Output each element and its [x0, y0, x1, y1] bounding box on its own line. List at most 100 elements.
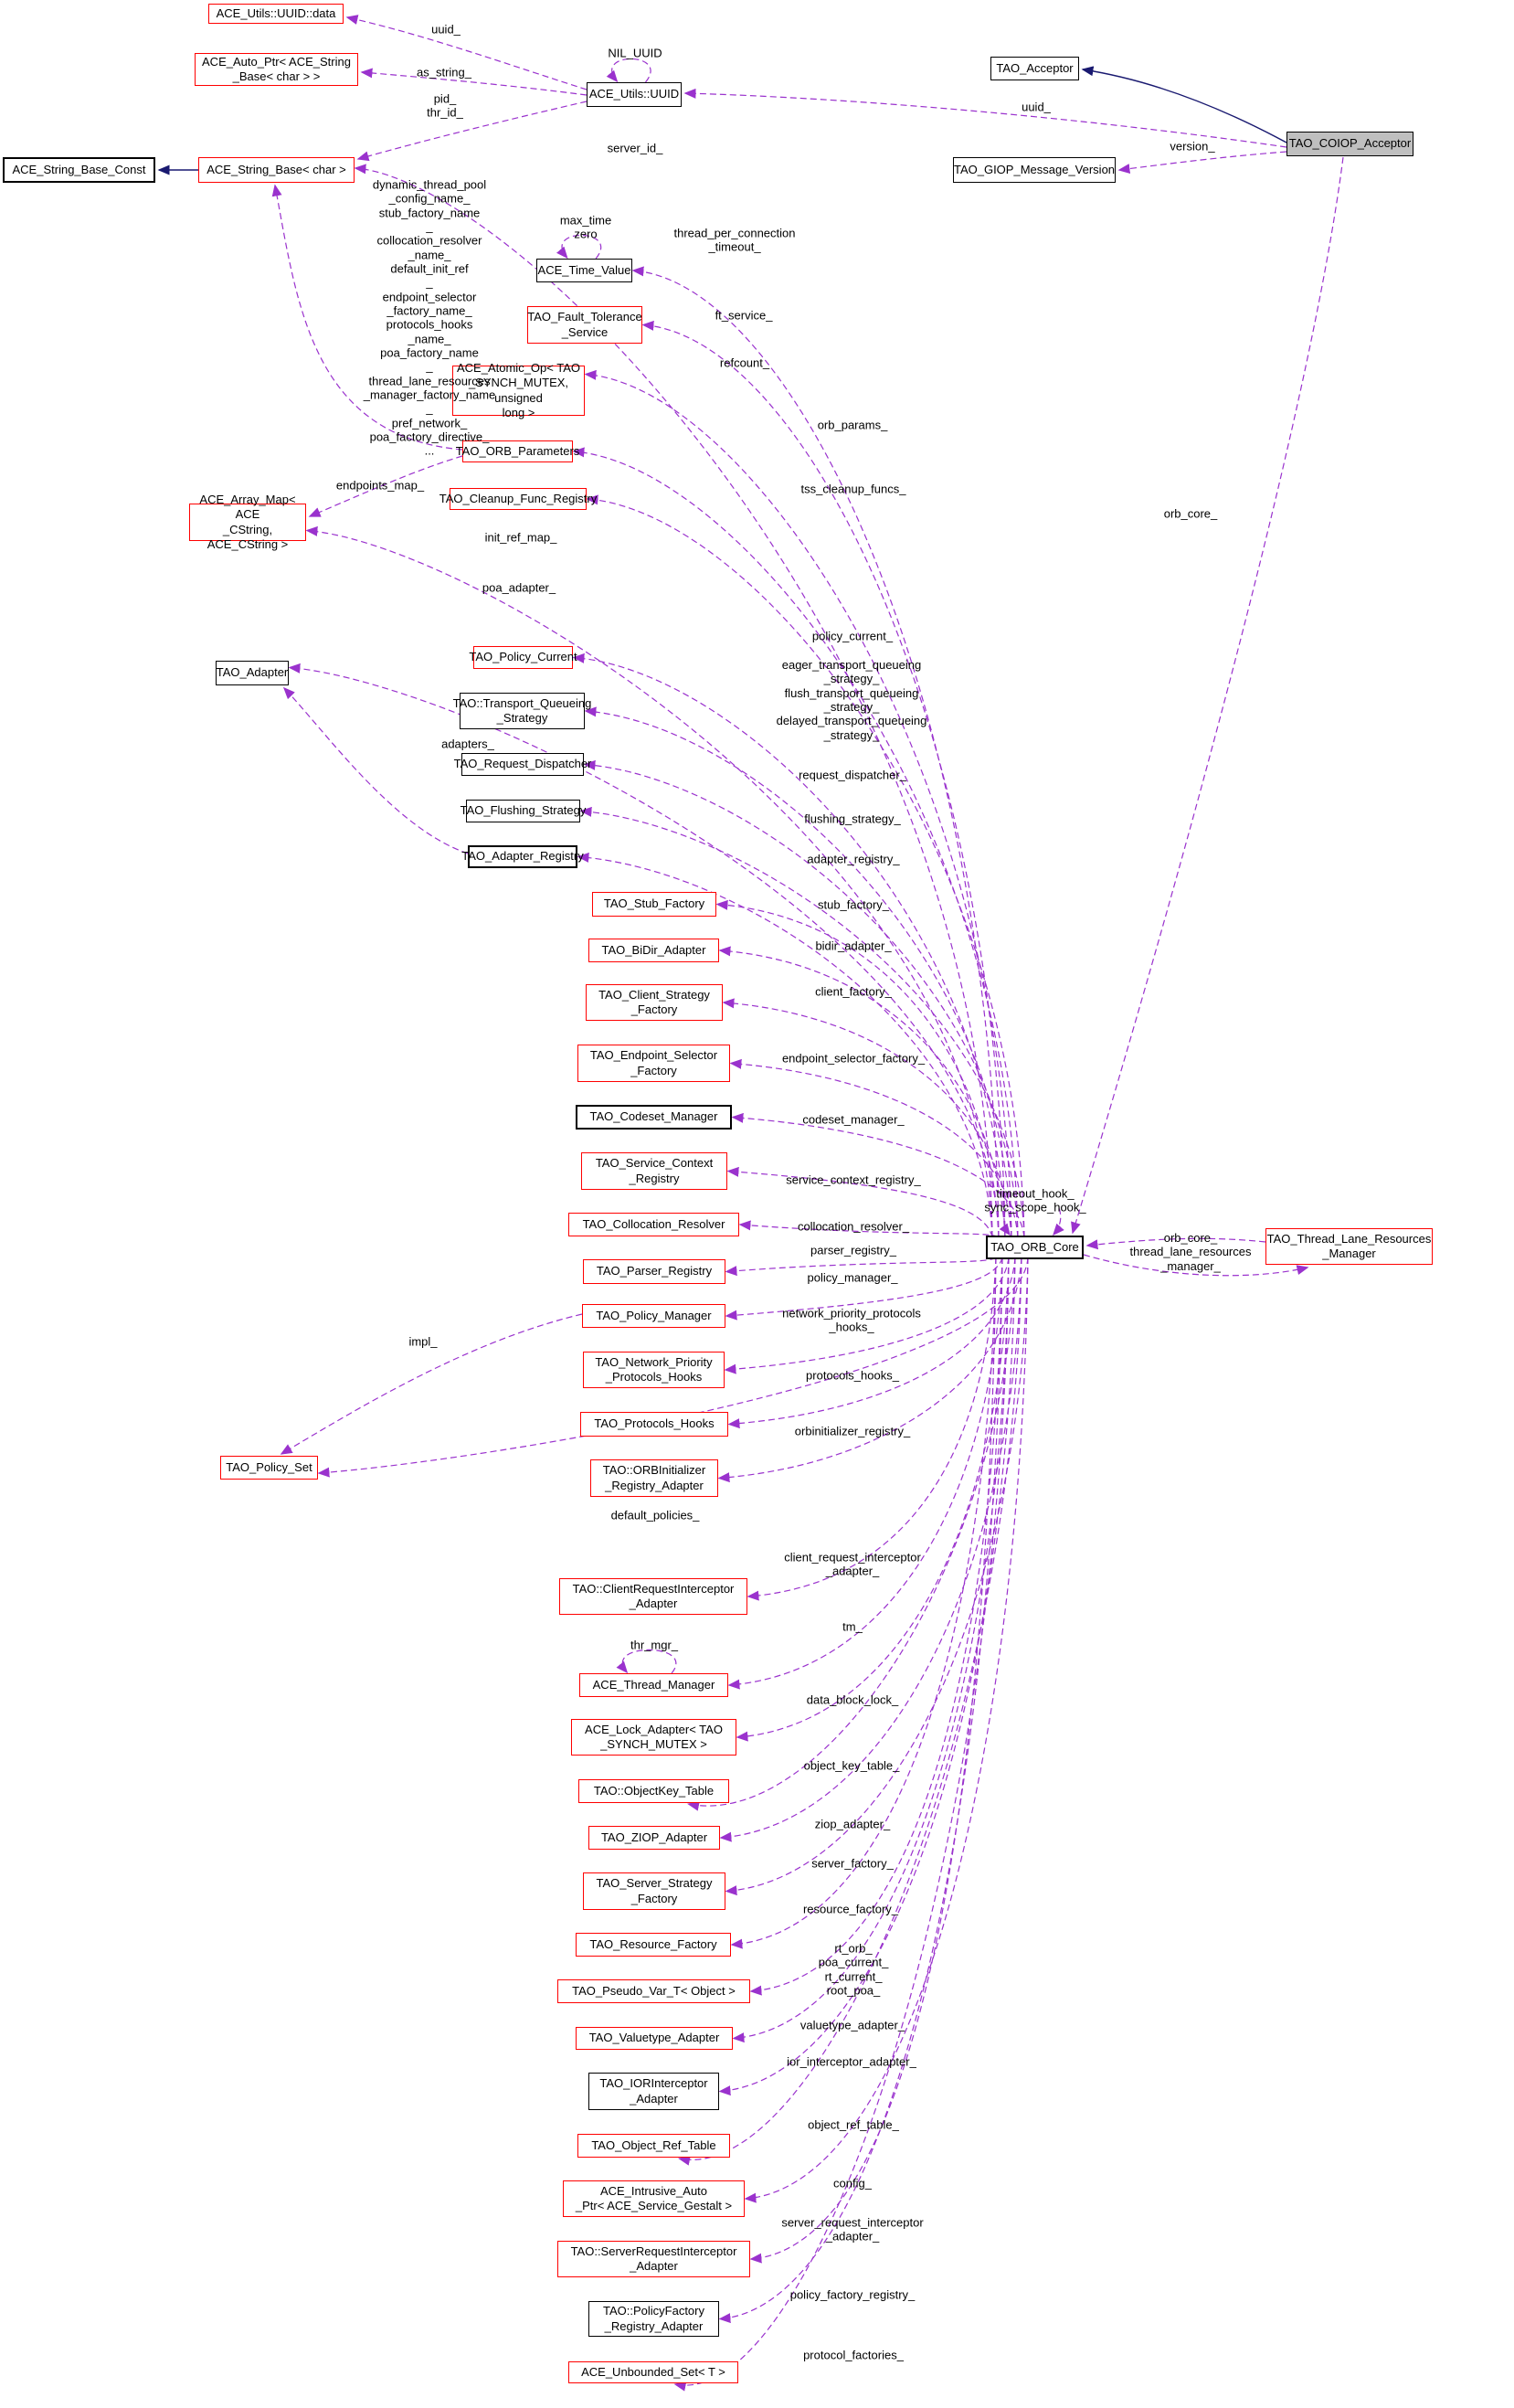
class-node-ace-unbounded-set[interactable]: ACE_Unbounded_Set< T > — [568, 2361, 738, 2383]
class-node-tao-fault-tolerance-service[interactable]: TAO_Fault_Tolerance _Service — [527, 306, 642, 344]
edge-tao-orb-core-tao-pseudo-var-t-object — [749, 1257, 1003, 1996]
class-node-tao-orbinitializer-registry-adapter[interactable]: TAO::ORBInitializer _Registry_Adapter — [590, 1459, 718, 1497]
edge-tao-coiop-acceptor-tao-orb-core — [1071, 156, 1344, 1235]
class-node-ace-intrusive-auto-ptr[interactable]: ACE_Intrusive_Auto _Ptr< ACE_Service_Ges… — [563, 2180, 745, 2217]
edge-tao-orb-core-tao-resource-factory — [730, 1257, 997, 1949]
edge-tao-orb-core-ace-unbounded-set — [673, 1257, 1010, 2392]
edge-tao-orb-core-tao-object-ref-table — [678, 1257, 1022, 2166]
edge-tao-coiop-acceptor-tao-giop-message-version — [1117, 151, 1287, 174]
class-node-ace-lock-adapter[interactable]: ACE_Lock_Adapter< TAO _SYNCH_MUTEX > — [571, 1719, 736, 1756]
edge-tao-orb-core-tao-clientrequestinterceptor-adapter — [746, 1257, 997, 1601]
class-node-tao-adapter-registry[interactable]: TAO_Adapter_Registry — [461, 845, 584, 868]
edge-tao-policy-manager-tao-policy-set — [280, 1313, 583, 1455]
class-node-tao-collocation-resolver[interactable]: TAO_Collocation_Resolver — [568, 1213, 739, 1236]
class-node-ace-thread-manager[interactable]: ACE_Thread_Manager — [579, 1673, 728, 1697]
edge-tao-orb-core-tao-network-priority-protocols-hooks — [724, 1257, 1010, 1374]
edge-tao-orb-core-tao-transport-queueing-strategy — [584, 706, 1012, 1238]
edge-ace-utils-uuid-ace-string-base — [356, 101, 588, 162]
class-node-ace-time-value[interactable]: ACE_Time_Value — [536, 259, 632, 282]
class-node-tao-request-dispatcher[interactable]: TAO_Request_Dispatcher — [454, 753, 591, 776]
edge-tao-coiop-acceptor-tao-acceptor — [1081, 66, 1287, 143]
class-node-tao-policy-current[interactable]: TAO_Policy_Current — [469, 646, 577, 669]
edge-tao-orb-core-tao-iorinterceptor-adapter — [718, 1257, 1016, 2096]
edge-tao-orb-core-tao-fault-tolerance-service — [641, 320, 1006, 1238]
class-node-tao-network-priority-protocols-hooks[interactable]: TAO_Network_Priority _Protocols_Hooks — [583, 1352, 725, 1388]
edge-tao-orb-core-tao-orb-core-syncscope — [1053, 1207, 1064, 1236]
edge-tao-orb-core-tao-thread-lane-resources-manager — [1083, 1254, 1309, 1277]
class-node-tao-object-ref-table[interactable]: TAO_Object_Ref_Table — [577, 2134, 730, 2158]
edge-tao-orb-core-tao-service-context-registry — [726, 1166, 993, 1238]
edge-tao-orb-parameters-ace-array-map — [308, 455, 463, 517]
class-node-tao-acceptor[interactable]: TAO_Acceptor — [990, 57, 1079, 80]
edge-tao-orb-core-tao-flushing-strategy — [579, 806, 1025, 1238]
class-node-tao-objectkey-table[interactable]: TAO::ObjectKey_Table — [578, 1779, 729, 1803]
class-node-ace-atomic-op[interactable]: ACE_Atomic_Op< TAO _SYNCH_MUTEX, unsigne… — [452, 361, 585, 419]
class-node-tao-serverrequestinterceptor-adapter[interactable]: TAO::ServerRequestInterceptor _Adapter — [557, 2241, 750, 2277]
class-node-tao-adapter[interactable]: TAO_Adapter — [216, 661, 289, 685]
class-node-ace-string-base-const[interactable]: ACE_String_Base_Const — [3, 157, 155, 183]
edge-tao-adapter-registry-tao-adapter — [282, 686, 469, 854]
edge-tao-orb-core-tao-serverrequestinterceptor-adapter — [749, 1257, 997, 2264]
class-node-tao-cleanup-func-registry[interactable]: TAO_Cleanup_Func_Registry — [439, 488, 597, 510]
class-node-tao-orb-parameters[interactable]: TAO_ORB_Parameters — [456, 440, 579, 462]
edge-tao-orb-core-tao-collocation-resolver — [738, 1220, 1000, 1238]
edge-tao-orb-core-tao-stub-factory — [715, 899, 1000, 1238]
class-node-tao-ziop-adapter[interactable]: TAO_ZIOP_Adapter — [588, 1826, 720, 1850]
class-node-tao-flushing-strategy[interactable]: TAO_Flushing_Strategy — [461, 800, 586, 822]
edge-tao-orb-core-tao-request-dispatcher — [583, 759, 1019, 1238]
edge-tao-orb-core-tao-cleanup-func-registry — [586, 494, 1025, 1238]
class-node-tao-stub-factory[interactable]: TAO_Stub_Factory — [592, 892, 716, 917]
class-node-ace-array-map[interactable]: ACE_Array_Map< ACE _CString, ACE_CString… — [189, 493, 306, 551]
edge-tao-orb-core-ace-intrusive-auto-ptr — [744, 1257, 1029, 2203]
edge-tao-orb-core-tao-policyfactory-registry-adapter — [718, 1257, 1003, 2324]
class-node-ace-utils-uuid[interactable]: ACE_Utils::UUID — [587, 82, 682, 107]
edge-ace-utils-uuid-ace-utils-uuid — [606, 58, 651, 83]
class-node-tao-endpoint-selector-factory[interactable]: TAO_Endpoint_Selector _Factory — [577, 1045, 730, 1082]
class-node-tao-service-context-registry[interactable]: TAO_Service_Context _Registry — [581, 1152, 727, 1190]
class-node-tao-policy-set[interactable]: TAO_Policy_Set — [220, 1456, 318, 1480]
class-node-ace-uuid-data[interactable]: ACE_Utils::UUID::data — [208, 4, 344, 24]
class-node-ace-auto-ptr[interactable]: ACE_Auto_Ptr< ACE_String _Base< char > > — [195, 53, 358, 86]
edge-tao-orb-core-ace-atomic-op — [584, 369, 1012, 1238]
edge-tao-orb-core-tao-protocols-hooks — [727, 1257, 1016, 1429]
class-node-tao-valuetype-adapter[interactable]: TAO_Valuetype_Adapter — [576, 2027, 733, 2050]
edge-tao-orb-core-tao-orb-parameters — [572, 447, 1019, 1238]
edge-tao-orb-core-tao-bidir-adapter — [718, 946, 1006, 1238]
class-node-tao-server-strategy-factory[interactable]: TAO_Server_Strategy _Factory — [583, 1872, 725, 1910]
edge-ace-time-value-ace-time-value — [556, 234, 602, 260]
edge-ace-thread-manager-ace-thread-manager — [616, 1649, 677, 1674]
class-node-tao-resource-factory[interactable]: TAO_Resource_Factory — [576, 1933, 731, 1957]
class-node-tao-parser-registry[interactable]: TAO_Parser_Registry — [583, 1259, 725, 1284]
edge-tao-orb-core-tao-policy-manager — [725, 1257, 1003, 1321]
edge-tao-orb-core-tao-ziop-adapter — [719, 1257, 1022, 1842]
class-node-tao-pseudo-var-t-object[interactable]: TAO_Pseudo_Var_T< Object > — [557, 1979, 750, 2003]
class-node-tao-clientrequestinterceptor-adapter[interactable]: TAO::ClientRequestInterceptor _Adapter — [559, 1578, 747, 1615]
class-node-tao-orb-core[interactable]: TAO_ORB_Core — [986, 1236, 1084, 1259]
edge-tao-orb-core-tao-adapter-registry — [577, 852, 993, 1238]
edge-tao-orb-core-tao-valuetype-adapter — [732, 1257, 1010, 2043]
class-node-tao-giop-message-version[interactable]: TAO_GIOP_Message_Version — [953, 157, 1116, 183]
edge-tao-orb-core-ace-string-base — [354, 164, 993, 1238]
class-node-tao-codeset-manager[interactable]: TAO_Codeset_Manager — [576, 1105, 732, 1130]
class-node-tao-transport-queueing-strategy[interactable]: TAO::Transport_Queueing _Strategy — [453, 693, 591, 729]
edge-tao-orb-core-tao-server-strategy-factory — [725, 1257, 1029, 1896]
class-node-tao-policy-manager[interactable]: TAO_Policy_Manager — [582, 1304, 725, 1328]
class-node-tao-thread-lane-resources-manager[interactable]: TAO_Thread_Lane_Resources _Manager — [1265, 1228, 1433, 1265]
edge-tao-orb-core-tao-adapter — [288, 663, 1000, 1238]
class-node-tao-client-strategy-factory[interactable]: TAO_Client_Strategy _Factory — [586, 984, 723, 1021]
edge-tao-orb-parameters-ace-string-base — [271, 184, 463, 451]
class-node-ace-string-base[interactable]: ACE_String_Base< char > — [198, 157, 355, 183]
edge-ace-utils-uuid-ace-uuid-data — [345, 15, 588, 90]
edge-tao-orb-core-tao-codeset-manager — [731, 1112, 1025, 1238]
class-node-tao-policyfactory-registry-adapter[interactable]: TAO::PolicyFactory _Registry_Adapter — [588, 2301, 719, 2337]
edge-tao-thread-lane-resources-manager-tao-orb-core — [1085, 1237, 1266, 1250]
class-node-tao-bidir-adapter[interactable]: TAO_BiDir_Adapter — [588, 939, 719, 962]
class-node-tao-protocols-hooks[interactable]: TAO_Protocols_Hooks — [580, 1412, 728, 1437]
edge-tao-orb-core-tao-policy-set — [317, 1257, 1029, 1478]
edge-tao-orb-core-tao-objectkey-table — [687, 1257, 1016, 1811]
edge-tao-orb-core-ace-lock-adapter — [736, 1257, 1010, 1742]
class-node-tao-iorinterceptor-adapter[interactable]: TAO_IORInterceptor _Adapter — [588, 2073, 719, 2110]
edge-tao-orb-core-tao-policy-current — [572, 652, 1006, 1238]
edge-ace-utils-uuid-ace-auto-ptr — [360, 68, 588, 96]
